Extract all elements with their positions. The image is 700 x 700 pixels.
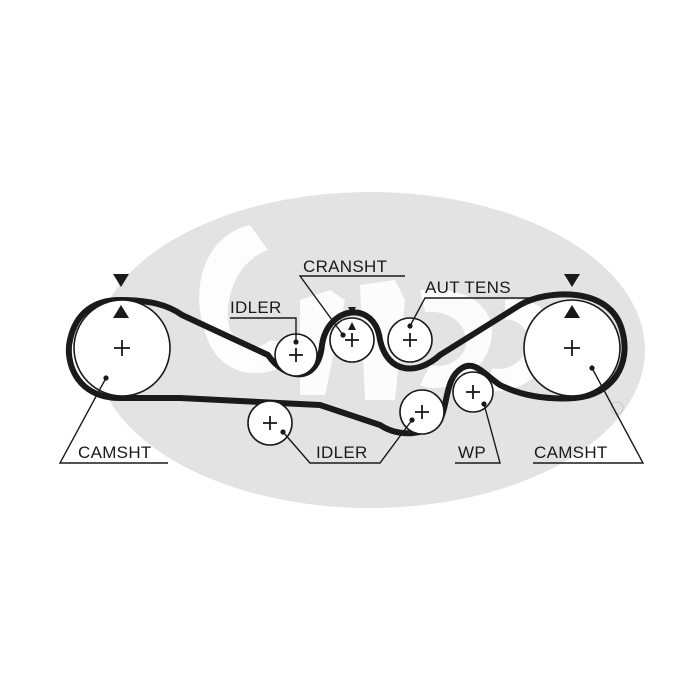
idler-lower-right-pulley (399, 389, 445, 435)
leader-lines (58, 275, 645, 464)
idler-bottom-label: IDLER (316, 443, 368, 462)
auto-tensioner-pulley (387, 317, 433, 363)
idler-bottom-pulley (247, 400, 293, 446)
crankshaft-pulley (329, 317, 375, 363)
idler-top-label: IDLER (230, 298, 282, 317)
crankshaft-timing-mark-icon (348, 307, 356, 330)
crankshaft-label: CRANSHT (303, 257, 387, 276)
camshaft-right-label: CAMSHT (534, 443, 608, 462)
water-pump-pulley (452, 371, 494, 413)
camshaft-left-label: CAMSHT (78, 443, 152, 462)
camshaft-right-timing-mark-icon (564, 274, 580, 318)
camshaft-right-pulley (523, 299, 621, 397)
auto-tensioner-label: AUT TENS (425, 278, 511, 297)
water-pump-label: WP (458, 443, 486, 462)
camshaft-left-timing-mark-icon (113, 274, 129, 318)
camshaft-left-pulley (73, 299, 171, 397)
timing-belt (65, 291, 628, 437)
